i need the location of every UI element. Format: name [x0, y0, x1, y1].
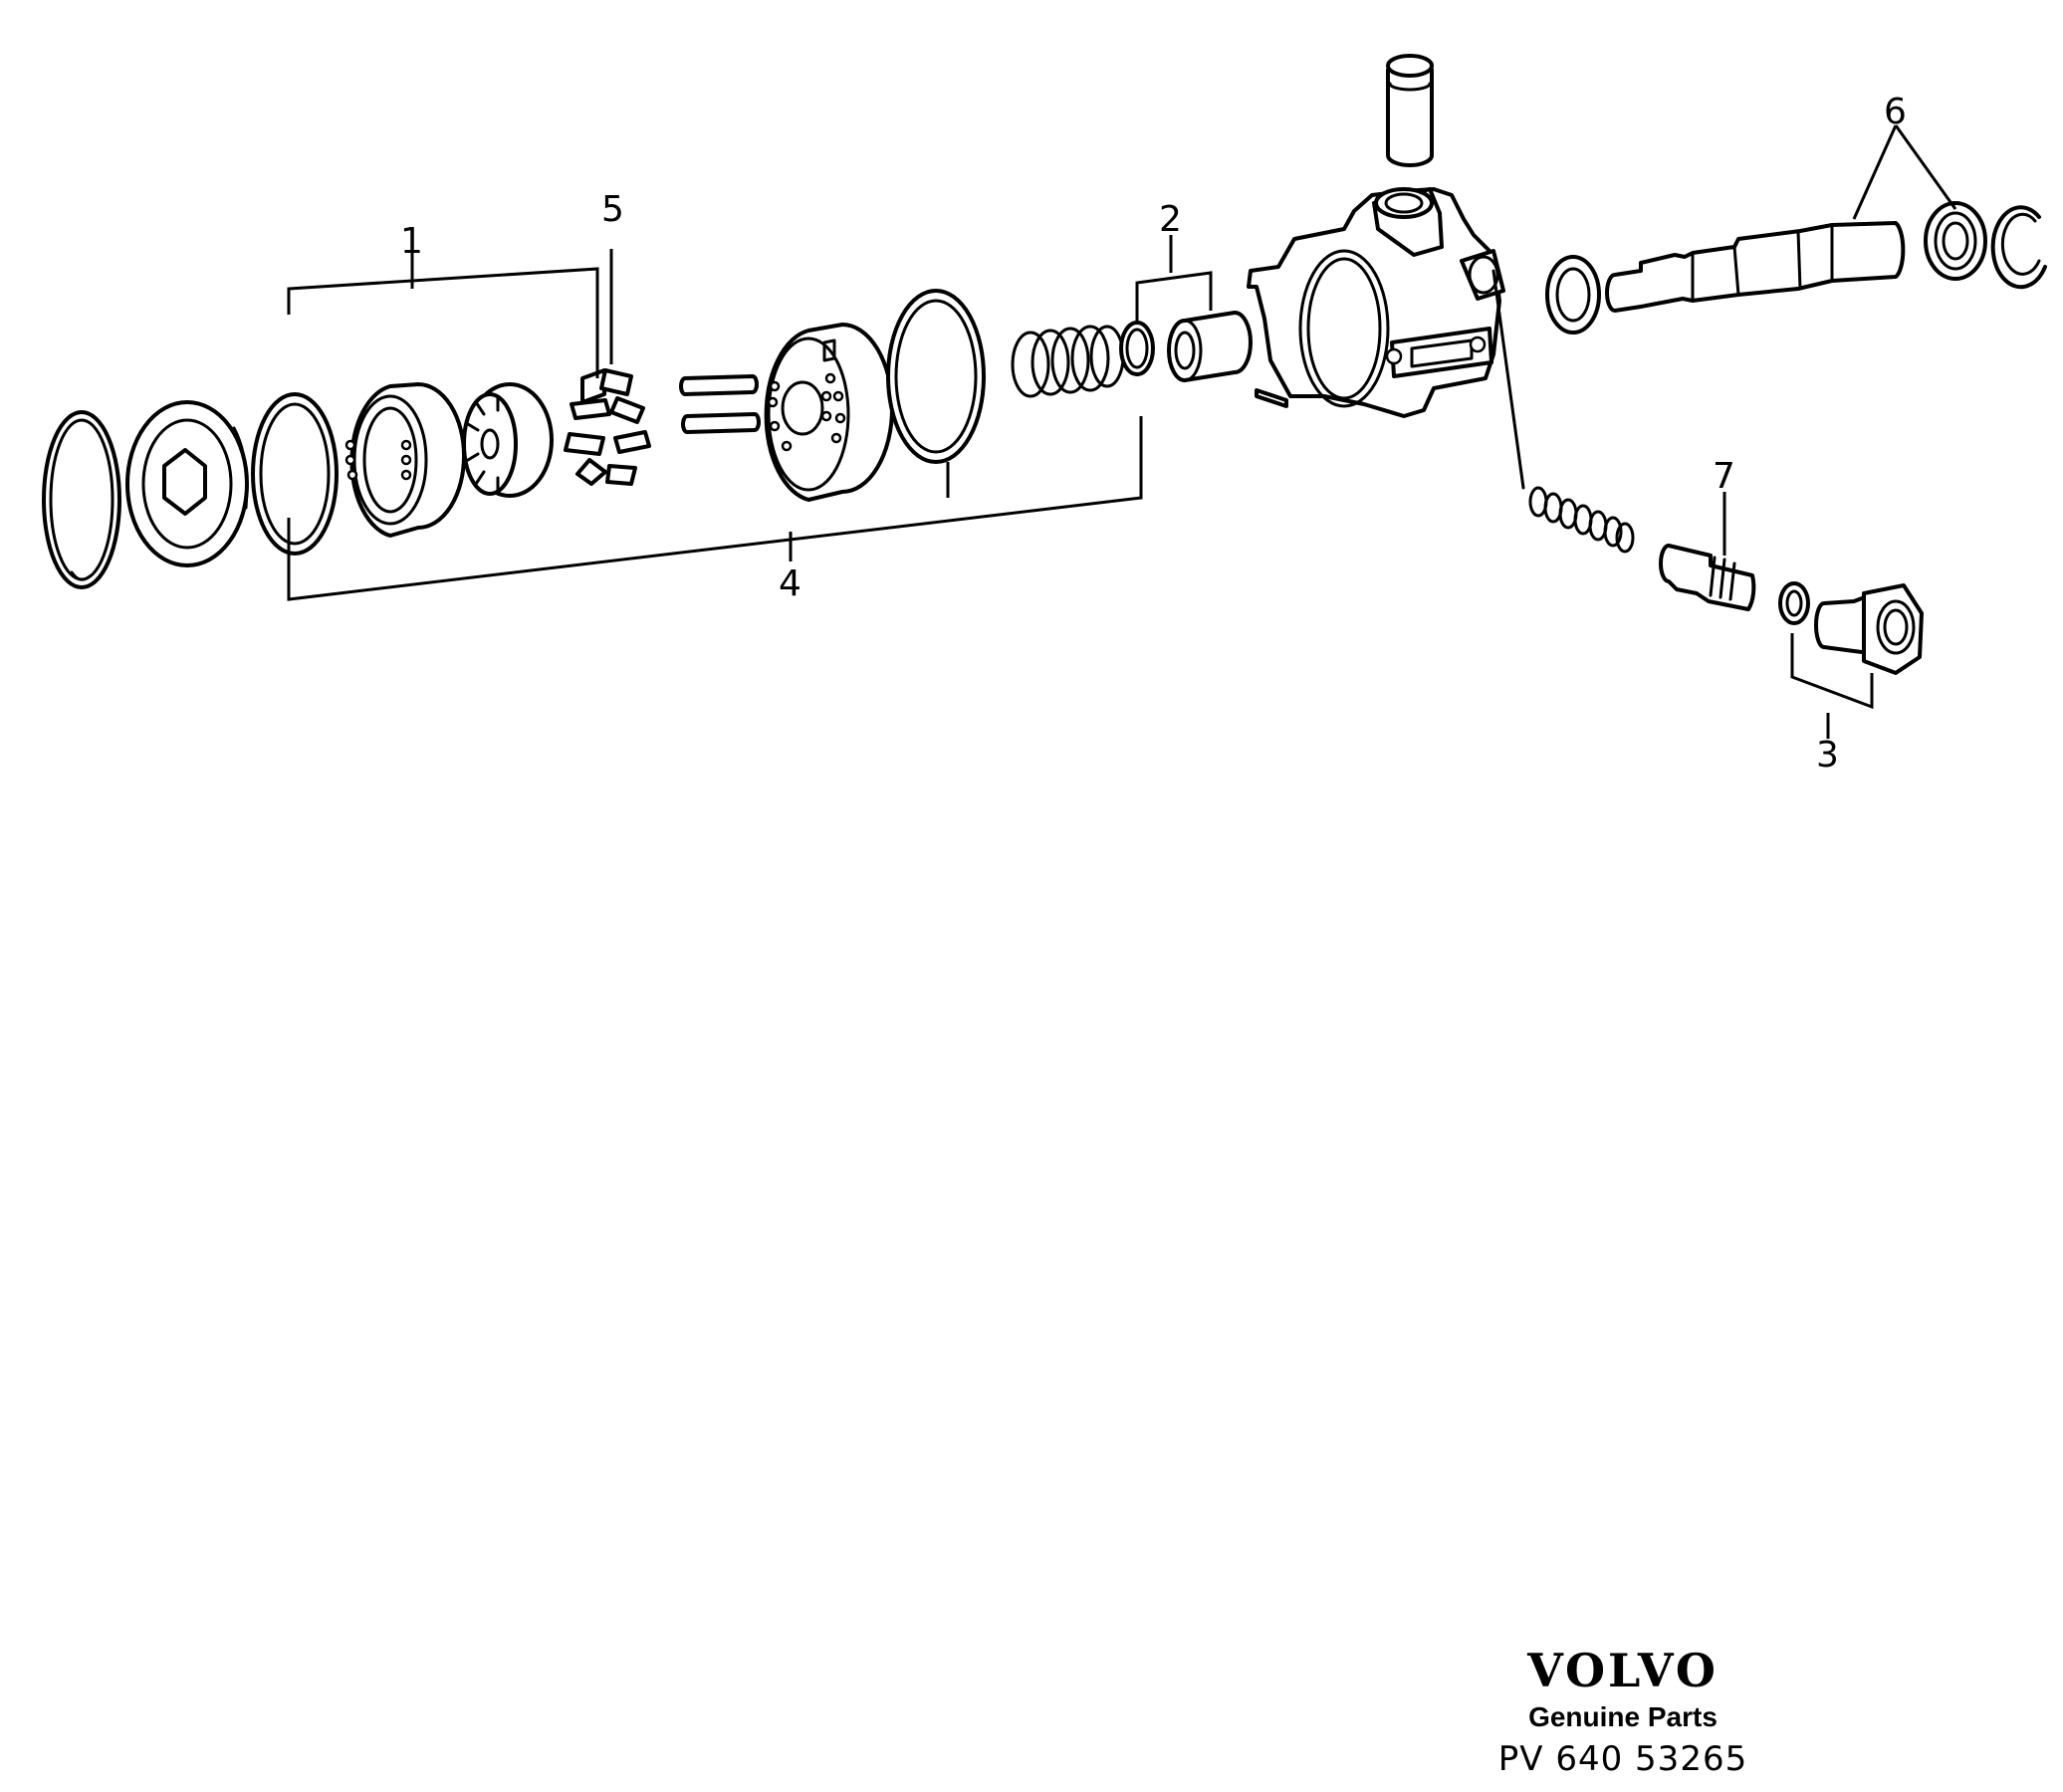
dowel-pins	[679, 374, 761, 434]
pump-housing	[1247, 187, 1505, 418]
callout-5: 5	[601, 189, 624, 230]
callout-6: 6	[1884, 92, 1907, 132]
cam-ring	[344, 382, 466, 538]
union-nut	[1814, 583, 1924, 675]
o-ring-large	[251, 392, 339, 556]
diagram-reference-code: PV 640 53265	[1497, 1739, 1748, 1779]
valve-plunger	[1659, 544, 1756, 611]
callout-2: 2	[1159, 199, 1182, 240]
callout-1: 1	[400, 221, 423, 262]
spring	[1011, 325, 1125, 398]
pressure-plate	[764, 323, 894, 502]
valve-spring	[1528, 486, 1635, 554]
o-ring-plate	[886, 289, 986, 464]
shaft-bearing	[1924, 201, 1987, 281]
callout-7: 7	[1713, 456, 1735, 497]
rotor	[462, 382, 554, 498]
retaining-clip	[1990, 205, 2047, 290]
o-ring-small	[1119, 321, 1155, 376]
end-cover	[125, 400, 249, 567]
inlet-tube	[1386, 54, 1434, 167]
valve-washer	[1778, 581, 1810, 625]
bushing	[1167, 311, 1253, 382]
rotor-vanes	[564, 368, 651, 486]
leader-lines	[287, 124, 1957, 739]
snap-ring	[42, 410, 121, 589]
callout-3: 3	[1816, 735, 1839, 776]
brand-block: VOLVO Genuine Parts PV 640 53265	[1474, 1648, 1772, 1779]
drive-shaft	[1605, 221, 1906, 313]
brand-tagline: Genuine Parts	[1528, 1701, 1718, 1732]
callout-4: 4	[779, 563, 802, 604]
volvo-logo: VOLVO	[1527, 1644, 1719, 1697]
shaft-seal	[1545, 255, 1601, 335]
